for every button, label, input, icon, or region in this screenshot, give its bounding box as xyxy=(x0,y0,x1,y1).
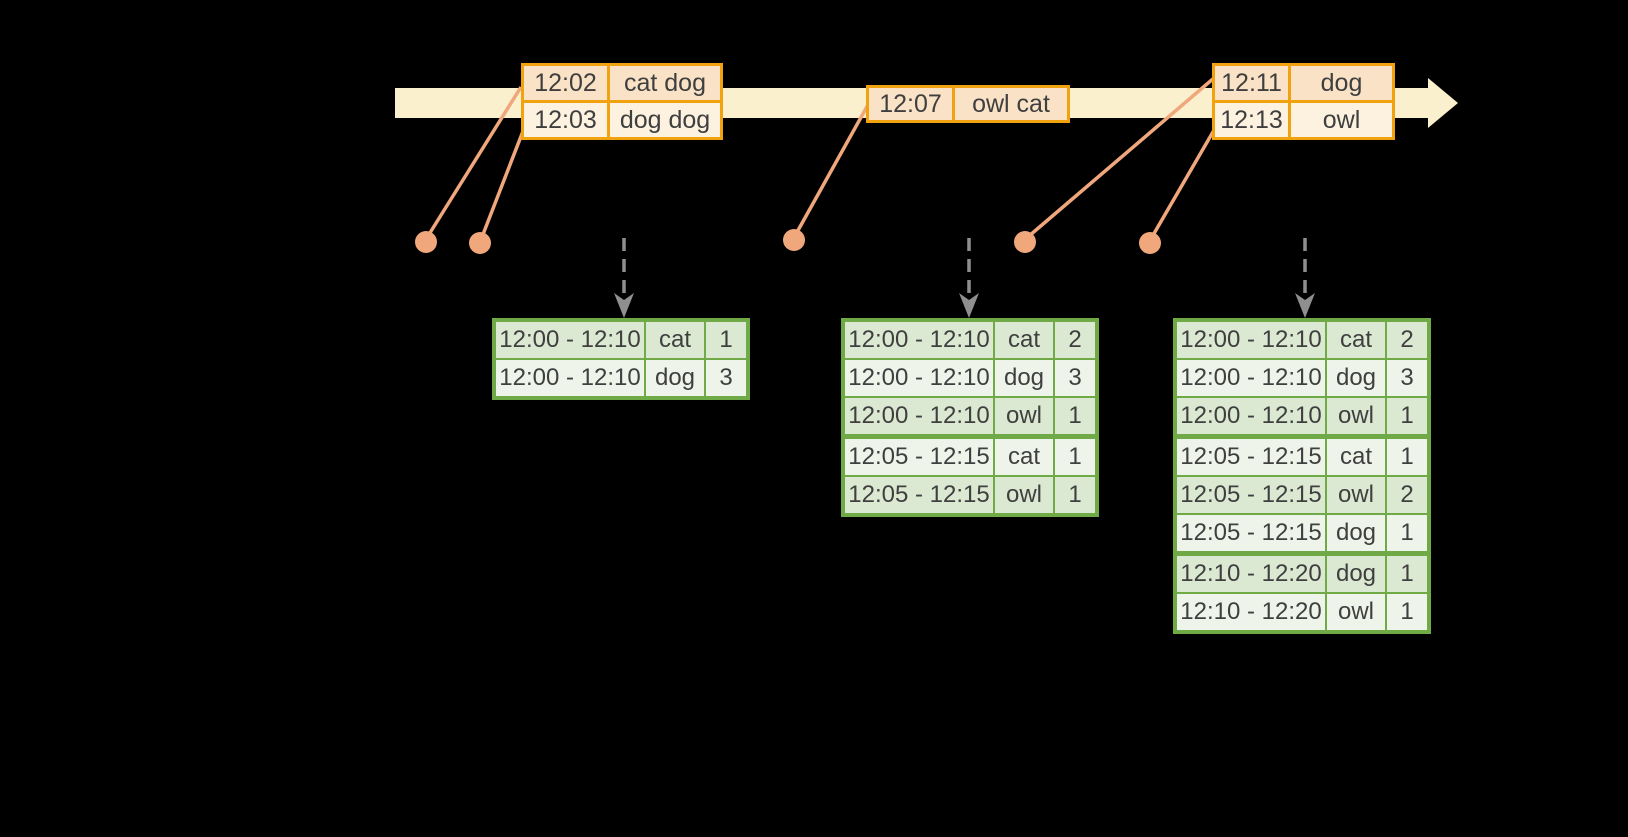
count-cell: 3 xyxy=(1055,360,1095,396)
word-cell: cat xyxy=(1327,439,1385,475)
dot-icon xyxy=(1139,232,1161,254)
trigger-arrows xyxy=(614,238,1315,318)
word-cell: dog xyxy=(995,360,1053,396)
window-cell: 12:00 - 12:10 xyxy=(1177,398,1325,434)
word-cell: cat xyxy=(646,322,704,358)
event-connector-line xyxy=(1150,124,1219,238)
count-cell: 3 xyxy=(1387,360,1427,396)
count-cell: 1 xyxy=(1055,398,1095,434)
word-cell: cat xyxy=(995,322,1053,358)
window-cell: 12:00 - 12:10 xyxy=(496,322,644,358)
word-cell: owl xyxy=(1327,594,1385,630)
right-arrow-icon xyxy=(1428,78,1458,128)
window-cell: 12:05 - 12:15 xyxy=(1177,477,1325,513)
word-cell: dog xyxy=(1327,515,1385,551)
window-cell: 12:05 - 12:15 xyxy=(845,477,993,513)
word-cell: owl xyxy=(995,398,1053,434)
window-cell: 12:00 - 12:10 xyxy=(845,360,993,396)
window-cell: 12:00 - 12:10 xyxy=(845,398,993,434)
event-time-cell: 12:13 xyxy=(1215,103,1288,137)
event-words-cell: owl xyxy=(1291,103,1392,137)
window-cell: 12:05 - 12:15 xyxy=(1177,515,1325,551)
arrowhead-icon xyxy=(614,293,634,318)
word-cell: dog xyxy=(1327,556,1385,592)
event-words-cell: dog dog xyxy=(610,103,720,137)
window-cell: 12:00 - 12:10 xyxy=(845,322,993,358)
window-cell: 12:10 - 12:20 xyxy=(1177,556,1325,592)
count-cell: 1 xyxy=(1055,477,1095,513)
word-cell: cat xyxy=(1327,322,1385,358)
event-connector-line xyxy=(480,125,527,238)
event-time-cell: 12:11 xyxy=(1215,66,1288,100)
count-cell: 1 xyxy=(1387,398,1427,434)
count-cell: 3 xyxy=(706,360,746,396)
window-cell: 12:00 - 12:10 xyxy=(1177,360,1325,396)
event-words-cell: cat dog xyxy=(610,66,720,100)
dot-icon xyxy=(469,232,491,254)
count-cell: 1 xyxy=(1055,439,1095,475)
count-cell: 1 xyxy=(1387,439,1427,475)
arrowhead-icon xyxy=(1295,293,1315,318)
event-connector-lines xyxy=(426,76,1219,238)
window-cell: 12:05 - 12:15 xyxy=(845,439,993,475)
dot-icon xyxy=(1014,231,1036,253)
count-cell: 2 xyxy=(1387,322,1427,358)
event-words-cell: owl cat xyxy=(955,88,1067,120)
word-cell: owl xyxy=(1327,398,1385,434)
event-connector-line xyxy=(426,86,523,237)
window-cell: 12:10 - 12:20 xyxy=(1177,594,1325,630)
event-time-cell: 12:02 xyxy=(524,66,607,100)
dot-icon xyxy=(783,229,805,251)
count-cell: 2 xyxy=(1055,322,1095,358)
word-cell: owl xyxy=(1327,477,1385,513)
event-time-cell: 12:03 xyxy=(524,103,607,137)
event-connector-line xyxy=(1027,76,1216,238)
window-cell: 12:00 - 12:10 xyxy=(496,360,644,396)
arrowhead-icon xyxy=(959,293,979,318)
count-cell: 1 xyxy=(1387,515,1427,551)
event-time-cell: 12:07 xyxy=(869,88,952,120)
count-cell: 1 xyxy=(1387,594,1427,630)
event-connector-line xyxy=(794,102,871,235)
count-cell: 1 xyxy=(706,322,746,358)
dot-icon xyxy=(415,231,437,253)
count-cell: 2 xyxy=(1387,477,1427,513)
word-cell: cat xyxy=(995,439,1053,475)
event-words-cell: dog xyxy=(1291,66,1392,100)
word-cell: dog xyxy=(1327,360,1385,396)
window-cell: 12:05 - 12:15 xyxy=(1177,439,1325,475)
window-cell: 12:00 - 12:10 xyxy=(1177,322,1325,358)
word-cell: dog xyxy=(646,360,704,396)
count-cell: 1 xyxy=(1387,556,1427,592)
word-cell: owl xyxy=(995,477,1053,513)
event-markers xyxy=(415,229,1161,254)
